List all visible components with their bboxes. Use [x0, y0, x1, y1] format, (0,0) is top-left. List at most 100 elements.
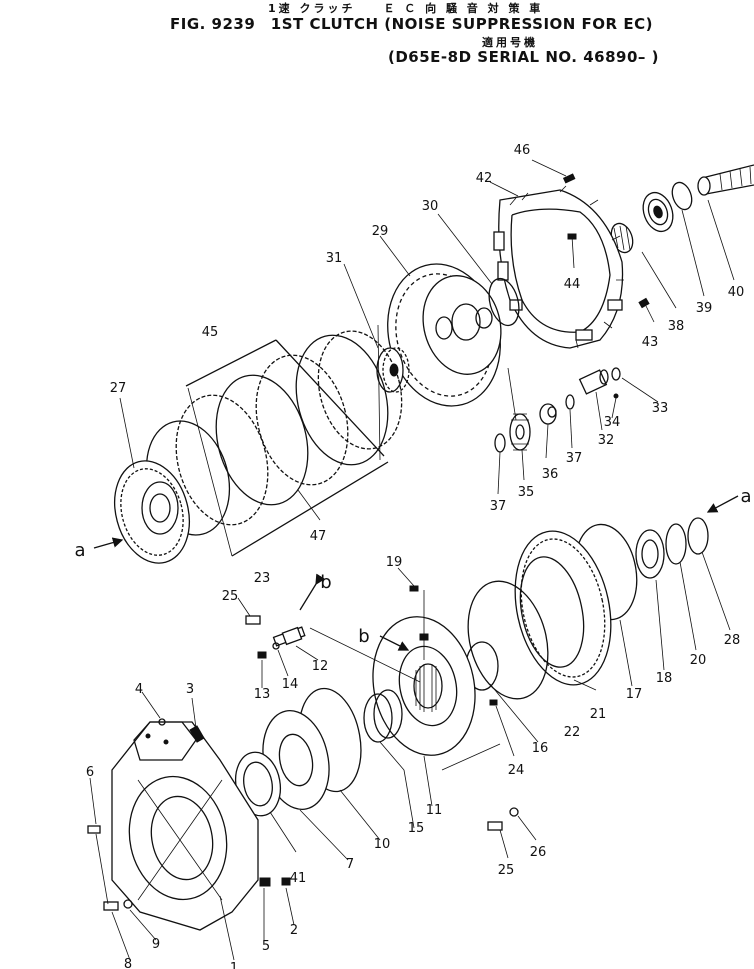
piston-housing-11-drawing: [372, 616, 476, 756]
callout-1: 1: [230, 961, 238, 969]
callout-10: 10: [374, 837, 391, 852]
callout-30: 30: [422, 199, 439, 214]
callout-24: 24: [508, 763, 525, 778]
bolt-8-drawing: [103, 901, 119, 911]
callout-2: 2: [290, 923, 298, 938]
callout-37: 37: [490, 499, 507, 514]
callout-42: 42: [476, 171, 493, 186]
bearing-38-drawing: [642, 191, 674, 233]
callout-18: 18: [656, 671, 673, 686]
header-japanese-applicability: 適用号機: [482, 36, 538, 49]
callout-27: 27: [110, 381, 127, 396]
snap-ring-33-drawing: [611, 367, 621, 381]
pin-43-drawing: [638, 297, 650, 309]
callout-31: 31: [326, 251, 343, 266]
thrust-washer-37-drawing: [494, 433, 506, 453]
callout-47: 47: [310, 529, 327, 544]
pin-47-drawing: [562, 173, 576, 184]
arrow-label-a: a: [740, 486, 751, 507]
callout-41: 41: [290, 871, 307, 886]
callout-15: 15: [408, 821, 425, 836]
callout-29: 29: [372, 224, 389, 239]
arrow-label-b: b: [320, 572, 331, 593]
bushing-36-drawing: [539, 403, 557, 425]
seal-ring-30-drawing: [488, 277, 520, 327]
washer-9-drawing: [123, 899, 133, 909]
clutch-plates-45-46-drawing: [145, 324, 403, 557]
planet-carrier-29-drawing: [387, 263, 502, 407]
header-japanese-title: 1速 クラッチ Ｅ Ｃ 向 騒 音 対 策 車: [268, 2, 544, 15]
arrow-b-lower-icon: [379, 635, 410, 651]
callout-4: 4: [135, 682, 143, 697]
pin-19-drawing: [409, 585, 419, 592]
seal-ring-15b-drawing: [373, 689, 403, 739]
serial-applicability: (D65E-8D SERIAL NO. 46890– ): [388, 48, 659, 66]
callout-26: 26: [530, 845, 547, 860]
seal-ring-22-drawing: [467, 580, 549, 700]
callout-3: 3: [186, 682, 194, 697]
callout-22: 22: [564, 725, 581, 740]
callout-43: 43: [642, 335, 659, 350]
output-shaft-drawing: [697, 164, 754, 196]
callout-6: 6: [86, 765, 94, 780]
tube-12-drawing: [281, 626, 303, 646]
gear-31-drawing: [376, 347, 410, 393]
seal-ring-15-drawing: [363, 693, 393, 743]
snap-ring-28-drawing: [687, 517, 709, 555]
oring-4-drawing: [158, 718, 166, 726]
callout-25: 25: [498, 863, 515, 878]
callout-20: 20: [690, 653, 707, 668]
ball-34-drawing: [613, 393, 619, 399]
callout-11: 11: [426, 803, 443, 818]
callout-13: 13: [254, 687, 271, 702]
callout-44: 44: [564, 277, 581, 292]
callout-32: 32: [598, 433, 615, 448]
callout-8: 8: [124, 957, 132, 969]
arrow-label-b: b: [358, 626, 369, 647]
arrow-label-a: a: [74, 540, 85, 561]
bolt-25b-drawing: [487, 821, 503, 831]
callout-34: 34: [604, 415, 621, 430]
callout-40: 40: [728, 285, 745, 300]
pin-24-drawing: [489, 699, 498, 706]
ring-20-drawing: [665, 523, 687, 565]
shaft-32-drawing: [578, 369, 609, 395]
callout-12: 12: [312, 659, 329, 674]
callout-39: 39: [696, 301, 713, 316]
washer-26-drawing: [509, 807, 519, 817]
clutch-hub-27-drawing: [114, 460, 190, 564]
callout-numbers: 1234567891011121314151617181920212223242…: [86, 143, 744, 969]
plug-3-drawing: [189, 725, 205, 743]
callout-7: 7: [346, 857, 354, 872]
plug-5-drawing: [259, 877, 271, 887]
callout-38: 38: [668, 319, 685, 334]
callout-45: 45: [202, 325, 219, 340]
bearing-18-drawing: [635, 529, 665, 579]
callout-14: 14: [282, 677, 299, 692]
callout-19: 19: [386, 555, 403, 570]
arrow-a-right-icon: [706, 495, 739, 513]
arrow-a-left-icon: [93, 537, 124, 549]
clutch-housing-1-drawing: [111, 721, 259, 931]
callout-33: 33: [652, 401, 669, 416]
thrust-washer-37b-drawing: [565, 394, 575, 410]
clutch-retainer-42-drawing: [493, 185, 624, 349]
callout-28: 28: [724, 633, 741, 648]
plug-2-drawing: [281, 877, 291, 886]
bolt-25-drawing: [245, 615, 261, 625]
callout-23: 23: [254, 571, 271, 586]
callout-5: 5: [262, 939, 270, 954]
dowel-6-drawing: [87, 825, 101, 834]
ring-gear-21-drawing: [514, 530, 612, 686]
snap-ring-39-drawing: [671, 181, 693, 211]
leader-lines: [89, 159, 735, 961]
callout-46: 46: [514, 143, 531, 158]
callout-17: 17: [626, 687, 643, 702]
oring-14-drawing: [272, 642, 280, 650]
callout-16: 16: [532, 741, 549, 756]
callout-9: 9: [152, 937, 160, 952]
arrow-labels: a a b b: [74, 486, 751, 647]
callout-37: 37: [566, 451, 583, 466]
